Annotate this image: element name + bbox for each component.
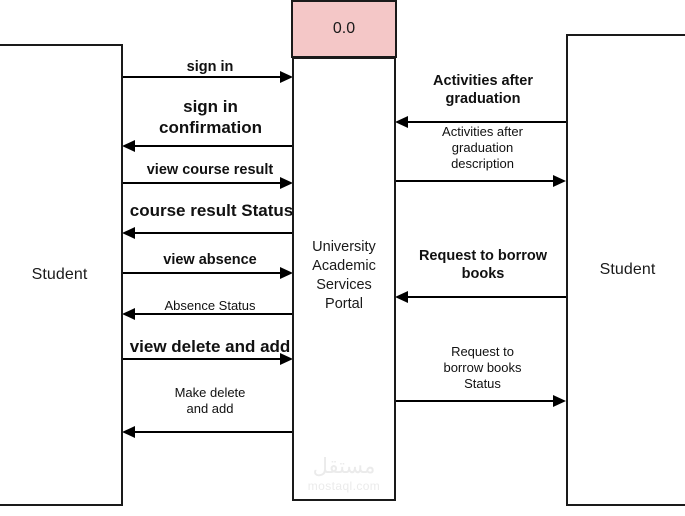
flow-line [135, 431, 293, 433]
flow-label-sign-in-confirmation: sign in confirmation [159, 97, 262, 137]
process-university-academic-services-portal[interactable]: University Academic Services Portal [292, 57, 396, 501]
flow-label-course-result-status: course result Status [129, 201, 294, 220]
flow-line [396, 400, 554, 402]
arrowhead-right-icon [553, 175, 566, 187]
arrowhead-left-icon [122, 227, 135, 239]
flow-line [135, 313, 293, 315]
process-label: University Academic Services Portal [312, 238, 376, 313]
flow-line [122, 358, 280, 360]
process-id-label: 0.0 [332, 20, 356, 37]
arrowhead-right-icon [553, 395, 566, 407]
arrowhead-left-icon [122, 308, 135, 320]
flow-label-make-delete-and-add: Make delete and add [174, 385, 246, 416]
flow-line [396, 180, 554, 182]
flow-label-activities-after-graduation-description: Activities after graduation description [442, 124, 523, 171]
flow-line [122, 272, 280, 274]
arrowhead-left-icon [395, 291, 408, 303]
flow-line [408, 296, 566, 298]
flow-label-view-course-result: view course result [146, 162, 274, 178]
flow-label-sign-in: sign in [186, 59, 234, 75]
flow-label-request-to-borrow-books-status: Request to borrow books Status [443, 344, 522, 391]
flow-label-view-absence: view absence [163, 252, 257, 268]
entity-label: Student [31, 266, 88, 283]
arrowhead-left-icon [395, 116, 408, 128]
arrowhead-right-icon [280, 177, 293, 189]
flow-line [408, 121, 566, 123]
arrowhead-right-icon [280, 353, 293, 365]
arrowhead-left-icon [122, 426, 135, 438]
flow-line [122, 76, 280, 78]
external-entity-student-left[interactable]: Student [0, 44, 123, 506]
flow-line [135, 145, 293, 147]
flow-line [135, 232, 293, 234]
flow-label-activities-after-graduation: Activities after graduation [433, 73, 533, 107]
flow-line [122, 182, 280, 184]
arrowhead-right-icon [280, 71, 293, 83]
flow-label-absence-status: Absence Status [164, 298, 256, 313]
entity-label: Student [599, 261, 656, 278]
arrowhead-left-icon [122, 140, 135, 152]
flow-label-request-to-borrow-books: Request to borrow books [418, 248, 548, 282]
arrowhead-right-icon [280, 267, 293, 279]
process-id-box[interactable]: 0.0 [291, 0, 397, 58]
flow-label-view-delete-and-add: view delete and add [129, 337, 291, 356]
external-entity-student-right[interactable]: Student [566, 34, 685, 506]
